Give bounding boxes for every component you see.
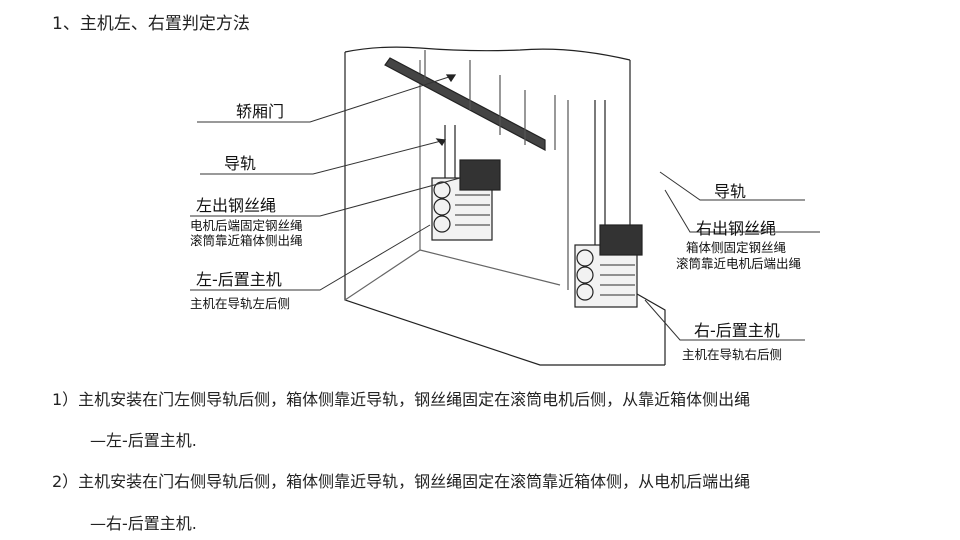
item-1-line-2: —左-后置主机. xyxy=(90,431,197,450)
section-heading: 1、主机左、右置判定方法 xyxy=(52,14,250,34)
label-right-rope-desc-2: 滚筒靠近电机后端出绳 xyxy=(676,256,802,271)
label-car-door: 轿厢门 xyxy=(236,102,285,121)
label-right-guide-rail: 导轨 xyxy=(714,182,747,201)
left-traction-machine xyxy=(431,159,501,241)
label-right-rear-desc: 主机在导轨右后侧 xyxy=(682,347,783,362)
item-1-line-1: 1）主机安装在门左侧导轨后侧，箱体侧靠近导轨，钢丝绳固定在滚筒电机后侧，从靠近箱… xyxy=(52,390,751,409)
label-left-guide-rail: 导轨 xyxy=(224,154,257,173)
label-left-rear-desc: 主机在导轨左后侧 xyxy=(190,296,291,311)
label-right-rear-machine: 右-后置主机 xyxy=(694,321,780,340)
label-left-rope-desc-2: 滚筒靠近箱体侧出绳 xyxy=(190,233,303,248)
label-right-rope-desc-1: 箱体侧固定钢丝绳 xyxy=(686,240,787,255)
label-left-rear-machine: 左-后置主机 xyxy=(196,270,282,289)
label-left-rope: 左出钢丝绳 xyxy=(196,196,277,215)
right-traction-machine xyxy=(574,224,643,308)
label-right-rope: 右出钢丝绳 xyxy=(696,219,777,238)
item-2-line-2: —右-后置主机. xyxy=(90,514,197,533)
label-left-rope-desc-1: 电机后端固定钢丝绳 xyxy=(190,218,303,233)
item-2-line-1: 2）主机安装在门右侧导轨后侧，箱体侧靠近导轨，钢丝绳固定在滚筒靠近箱体侧，从电机… xyxy=(52,472,751,491)
